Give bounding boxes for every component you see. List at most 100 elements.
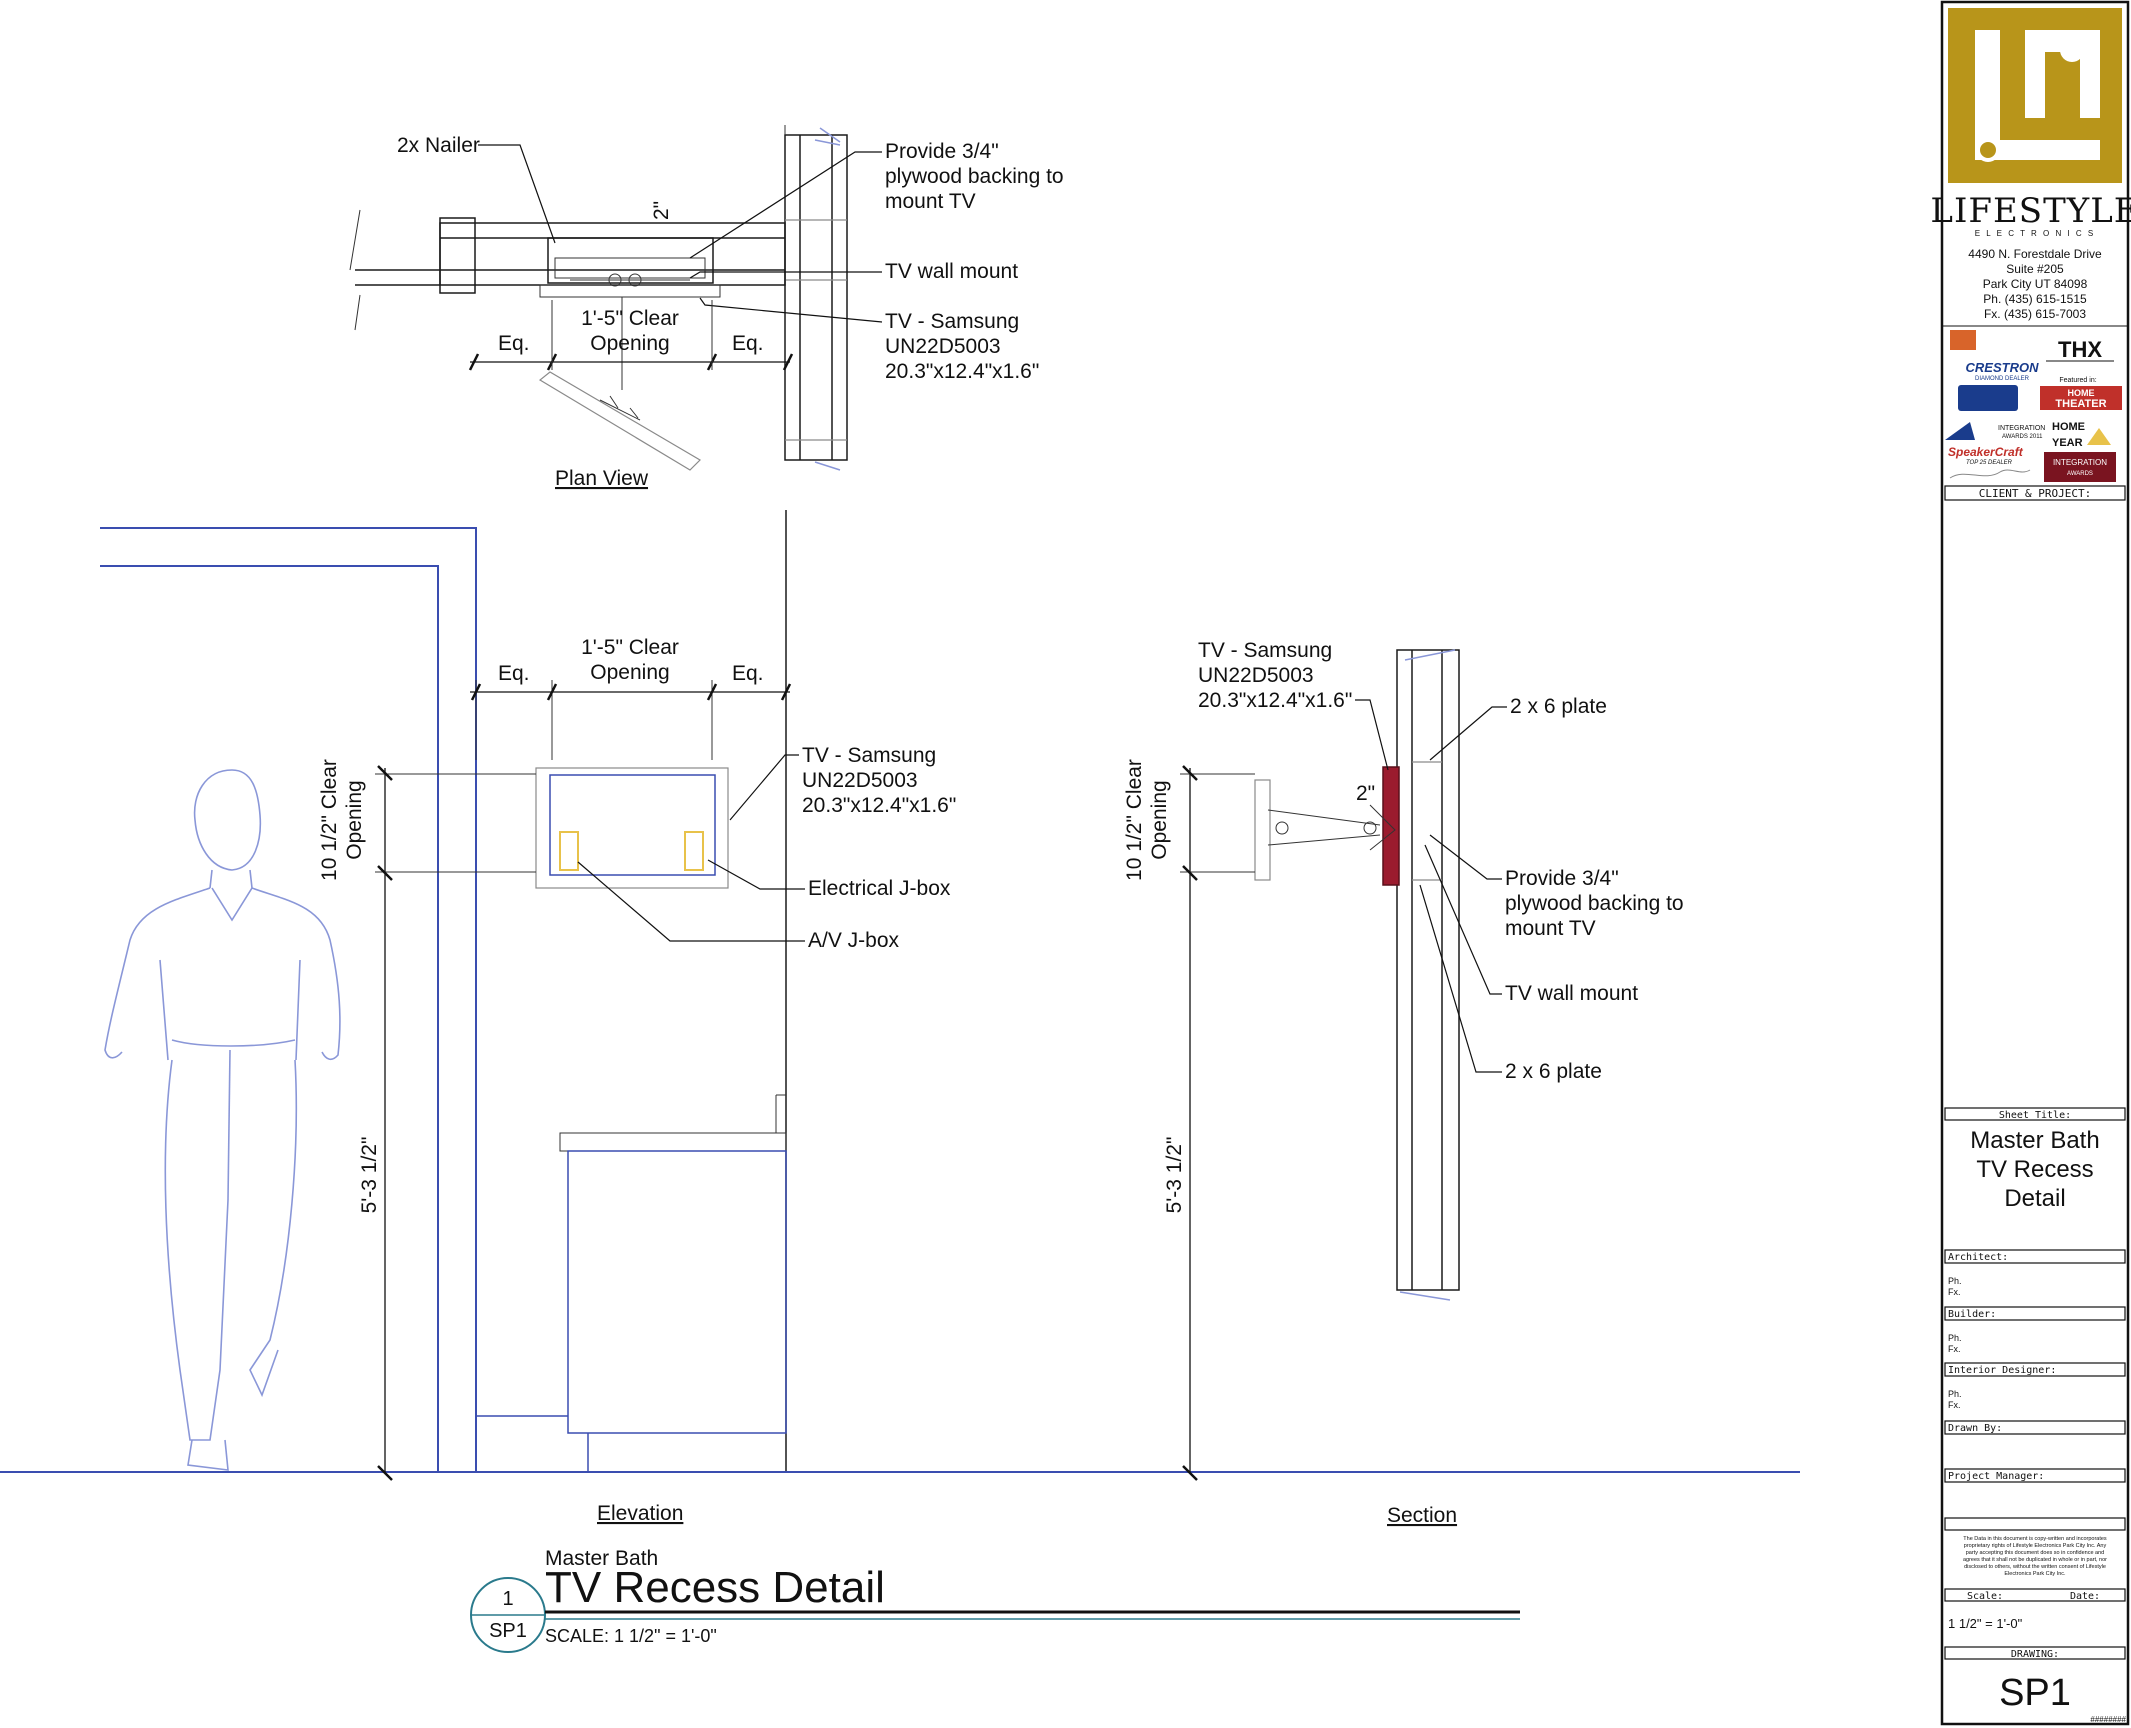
- crestron-badge: [1958, 385, 2018, 411]
- elevation-tv-line3: 20.3"x12.4"x1.6": [802, 794, 956, 817]
- speakercraft-sub: TOP 25 DEALER: [1966, 460, 2013, 466]
- plan-tv-swing: [538, 371, 701, 471]
- drawing-label: DRAWING:: [2011, 1649, 2059, 1660]
- plan-top-plate: [439, 222, 786, 286]
- plan-tv-line1: TV - Samsung: [885, 310, 1019, 333]
- titleblock: LIFESTYLE E L E C T R O N I C S 4490 N. …: [1930, 0, 2131, 1726]
- section-tv-leader: [1355, 699, 1389, 771]
- featured-label: Featured in:: [2059, 377, 2096, 384]
- date-label: Date:: [2070, 1591, 2100, 1602]
- plan-eq-left: Eq.: [498, 332, 530, 355]
- home-theater-line2: THEATER: [2055, 398, 2106, 410]
- section-tv-line3: 20.3"x12.4"x1.6": [1198, 689, 1352, 712]
- speakercraft-logo: SpeakerCraft: [1948, 445, 2024, 459]
- human-figure: [104, 769, 341, 1471]
- home-year-line1: HOME: [2052, 421, 2085, 433]
- legal-line1: The Data in this document is copy-writte…: [1963, 1536, 2107, 1542]
- plan-backing-line2: plywood backing to: [885, 165, 1064, 188]
- partner-logos: THX CRESTRON DIAMOND DEALER Featured in:…: [1945, 330, 2122, 482]
- section-gap-label: 2": [1356, 782, 1375, 805]
- plan-clear-line1: 1'-5" Clear: [581, 307, 679, 330]
- client-project-label: CLIENT & PROJECT:: [1979, 487, 2092, 500]
- vanity-top: [559, 1132, 787, 1152]
- interior-ph: Ph.: [1948, 1389, 1962, 1399]
- architect-ph: Ph.: [1948, 1276, 1962, 1286]
- drawing-number: SP1: [1999, 1672, 2071, 1714]
- plan-backing-line1: Provide 3/4": [885, 140, 999, 163]
- integration-line1: INTEGRATION: [1998, 425, 2045, 432]
- recess-outline: [535, 767, 729, 889]
- elevation-av-label: A/V J-box: [808, 929, 900, 952]
- section-view: 2" 10 1/2" Clear Opening 5'-3 1/2" TV - …: [1123, 639, 1684, 1527]
- plan-view: 2" 2x Nailer Provide 3/4" plywood backin…: [349, 125, 1064, 490]
- vanity-cabinet: [567, 1150, 787, 1434]
- detail-scale: SCALE: 1 1/2" = 1'-0": [545, 1626, 717, 1646]
- plan-nailer-label: 2x Nailer: [397, 134, 480, 157]
- section-tv-line1: TV - Samsung: [1198, 639, 1332, 662]
- elevation-clear-line1: 1'-5" Clear: [581, 636, 679, 659]
- drawn-by-label: Drawn By:: [1948, 1423, 2002, 1434]
- plan-view-title: Plan View: [555, 467, 649, 490]
- sheet-title-line1: Master Bath: [1970, 1127, 2099, 1154]
- builder-label: Builder:: [1948, 1309, 1996, 1320]
- plan-backing-leader: [689, 151, 882, 259]
- home-year-line2: YEAR: [2052, 437, 2083, 449]
- cedia-logo: [1950, 330, 1976, 350]
- crestron-logo: CRESTRON: [1966, 360, 2040, 375]
- plan-tv-line3: 20.3"x12.4"x1.6": [885, 360, 1039, 383]
- builder-ph: Ph.: [1948, 1333, 1962, 1343]
- company-name: LIFESTYLE: [1930, 191, 2131, 231]
- plan-recess-box: [547, 237, 714, 284]
- detail-sheet: SP1: [489, 1620, 527, 1642]
- address-line2: Suite #205: [2006, 262, 2064, 276]
- elevation-eq-left: Eq.: [498, 662, 530, 685]
- section-backing-line1: Provide 3/4": [1505, 867, 1619, 890]
- elevation-clear-line2: Opening: [590, 661, 669, 684]
- plan-mount-leader: [689, 271, 882, 279]
- thx-logo: THX: [2058, 337, 2102, 362]
- av-jbox: [559, 831, 579, 871]
- section-stud-wall: [1396, 649, 1460, 1291]
- hatch-mark: ########: [2090, 1715, 2126, 1724]
- section-height-clear-line2: Opening: [1148, 780, 1171, 859]
- home-theater-logo: [2040, 386, 2122, 410]
- integration2-line1: INTEGRATION: [2053, 458, 2107, 467]
- detail-title: TV Recess Detail: [545, 1563, 885, 1612]
- plan-stud-wall: [784, 134, 848, 461]
- elevation-eq-right: Eq.: [732, 662, 764, 685]
- electrical-jbox: [684, 831, 704, 871]
- home-theater-line1: HOME: [2068, 388, 2095, 398]
- integration-award-badge: [2044, 452, 2116, 482]
- company-address: 4490 N. Forestdale Drive Suite #205 Park…: [1968, 247, 2102, 321]
- crestron-sub: DIAMOND DEALER: [1975, 376, 2030, 382]
- elevation-electrical-label: Electrical J-box: [808, 877, 951, 900]
- detail-subtitle: Master Bath: [545, 1547, 658, 1570]
- plan-tv: [539, 284, 721, 298]
- titleblock-frame: [1940, 0, 2130, 1726]
- legal-line3: party accepting this document does so in…: [1966, 1550, 2105, 1556]
- section-height-clear-line1: 10 1/2" Clear: [1123, 759, 1146, 881]
- elevation-height-clear-line2: Opening: [343, 780, 366, 859]
- scale-value: 1 1/2" = 1'-0": [1948, 1616, 2023, 1631]
- elevation-door-frame: [100, 565, 439, 1472]
- section-tv-profile: [1254, 779, 1271, 881]
- section-mount-label: TV wall mount: [1505, 982, 1638, 1005]
- sheet-title-line2: TV Recess: [1976, 1156, 2093, 1183]
- architect-fx: Fx.: [1948, 1287, 1961, 1297]
- section-title: Section: [1387, 1504, 1457, 1527]
- address-line3: Park City UT 84098: [1983, 277, 2088, 291]
- plan-gap-label: 2": [650, 201, 673, 220]
- elevation-electrical-leader: [707, 859, 805, 890]
- elevation-height-floor: 5'-3 1/2": [358, 1137, 381, 1214]
- sheet-title-line3: Detail: [2004, 1185, 2065, 1212]
- architect-label: Architect:: [1948, 1252, 2008, 1263]
- address-line1: 4490 N. Forestdale Drive: [1968, 247, 2102, 261]
- elevation-tv-line2: UN22D5003: [802, 769, 918, 792]
- address-line4: Ph. (435) 615-1515: [1983, 292, 2087, 306]
- section-plate-top-leader: [1429, 706, 1507, 761]
- elevation-title: Elevation: [597, 1502, 683, 1525]
- section-plate-bottom-leader: [1419, 884, 1502, 1073]
- legal-line6: Electronics Park City Inc.: [2004, 1571, 2066, 1577]
- legal-line2: proprietary rights of Lifestyle Electron…: [1964, 1543, 2107, 1549]
